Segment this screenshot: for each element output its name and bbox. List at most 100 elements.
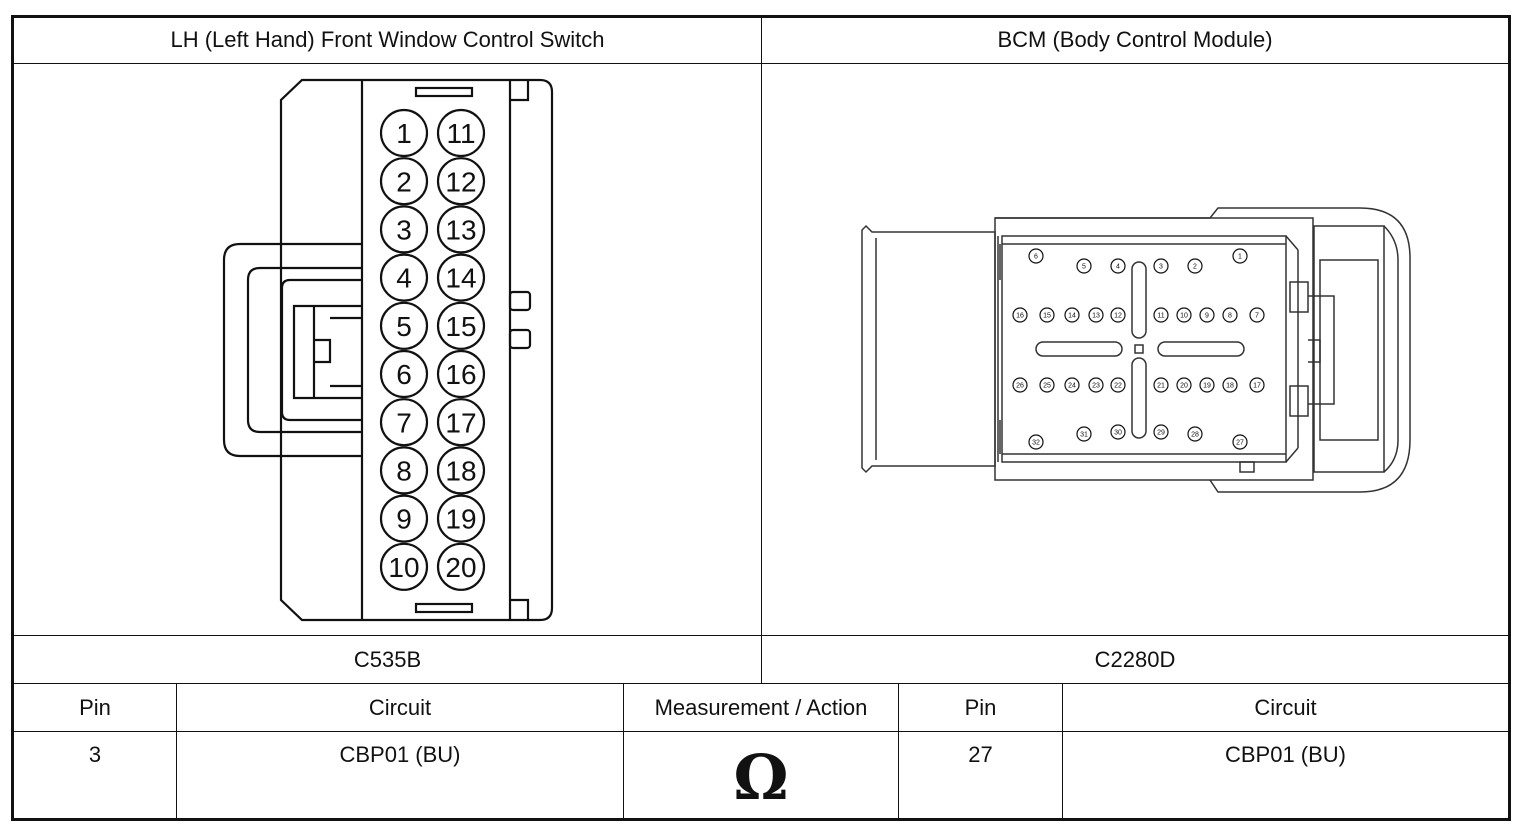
c2280d-pin-outline (1153, 258, 1169, 274)
rule-col4 (1062, 683, 1063, 819)
c535b-pin-outline (379, 108, 429, 158)
c2280d-pin: 8 (1228, 313, 1232, 320)
c2280d-pin: 13 (1092, 313, 1100, 320)
c2280d-pin-outline (1199, 307, 1215, 323)
c535b-pin: 17 (445, 407, 476, 438)
c535b-pin: 19 (445, 504, 476, 535)
c535b-pin: 11 (446, 118, 475, 149)
pinout-sheet (11, 15, 1511, 821)
c2280d-pin: 4 (1116, 264, 1120, 271)
c2280d-pin: 29 (1157, 430, 1165, 437)
c2280d-pin: 23 (1092, 383, 1100, 390)
c535b-pin: 16 (445, 359, 476, 390)
c2280d-pin-outline (1199, 377, 1215, 393)
c535b-pin-outline (379, 301, 429, 350)
c535b-pin-outline (379, 542, 429, 591)
c535b-pin-outline (436, 542, 486, 591)
c2280d-pin-outline (1012, 377, 1028, 393)
rule-col2 (623, 683, 624, 819)
c2280d-pin-outline (1028, 248, 1044, 264)
c535b-pin-outline (379, 205, 429, 254)
c535b-pin: 13 (445, 214, 476, 245)
c535b-pin: 2 (396, 166, 412, 197)
c535b-pin: 8 (396, 455, 412, 486)
row-circuit-b: CBP01 (BU) (1224, 742, 1347, 767)
c2280d-pin: 16 (1016, 313, 1024, 320)
c2280d-pin: 11 (1157, 313, 1164, 320)
c535b-pin: 18 (445, 455, 476, 486)
c2280d-pin-outline (1222, 377, 1238, 393)
c2280d-pin-outline (1249, 377, 1265, 393)
col-header-circuit-b: Circuit (1254, 694, 1317, 720)
c2280d-pin-outline (1039, 307, 1055, 323)
c535b-pin: 6 (396, 359, 412, 390)
c535b-pin: 5 (396, 311, 412, 342)
c535b-pin-outline (379, 446, 429, 495)
col-header-measurement: Measurement / Action (654, 694, 868, 720)
c2280d-pin-outline (1110, 258, 1126, 274)
c2280d-pin-outline (1012, 307, 1028, 323)
c2280d-pin-outline (1088, 307, 1104, 323)
c2280d-pin: 24 (1068, 383, 1076, 390)
c2280d-pin: 15 (1043, 313, 1051, 320)
c2280d-pin: 12 (1114, 313, 1122, 320)
c535b-pin: 20 (445, 552, 476, 583)
c2280d-pin: 10 (1180, 313, 1188, 320)
row-pin-b: 27 (968, 742, 993, 767)
c2280d-pin-outline (1064, 377, 1080, 393)
c2280d-pin: 6 (1034, 254, 1038, 261)
c2280d-pin: 27 (1236, 440, 1244, 447)
c2280d-pin: 20 (1180, 383, 1188, 390)
c535b-pin-outline (436, 494, 486, 543)
c2280d-pin: 22 (1114, 383, 1122, 390)
c535b-pin-outline (436, 108, 486, 158)
c2280d-pin-outline (1187, 426, 1203, 442)
row-pin-a: 3 (88, 742, 102, 767)
c535b-pin: 12 (445, 166, 476, 197)
c535b-pin-outline (436, 446, 486, 495)
c535b-pin-outline (436, 301, 486, 350)
rule-col1 (176, 683, 177, 819)
c2280d-pin: 30 (1114, 430, 1122, 437)
c535b-pin-outline (379, 398, 429, 447)
rule-table-row (13, 731, 1509, 732)
c2280d-pin: 9 (1205, 313, 1209, 320)
c535b-pin-outline (379, 494, 429, 543)
c2280d-pin: 25 (1043, 383, 1051, 390)
rule-center (761, 17, 762, 683)
c2280d-pin: 3 (1159, 264, 1163, 271)
c2280d-pin-outline (1039, 377, 1055, 393)
c2280d-pin-outline (1176, 307, 1192, 323)
c2280d-pin-outline (1153, 307, 1169, 323)
c535b-pin: 1 (396, 118, 412, 149)
c2280d-pin-outline (1232, 434, 1248, 450)
c535b-pin-outline (436, 253, 486, 302)
c2280d-pin-outline (1222, 307, 1238, 323)
c2280d-pin: 31 (1080, 432, 1088, 439)
c2280d-pin: 14 (1068, 313, 1076, 320)
c535b-pin: 3 (396, 214, 412, 245)
c2280d-pin-outline (1028, 434, 1044, 450)
row-circuit-a: CBP01 (BU) (339, 742, 461, 767)
c535b-pin: 7 (396, 407, 412, 438)
c535b-pin: 9 (396, 504, 412, 535)
c2280d-pin-outline (1110, 424, 1126, 440)
c535b-pin-outline (379, 349, 429, 399)
c535b-pin: 10 (388, 552, 419, 583)
col-header-circuit-a: Circuit (368, 694, 432, 720)
c2280d-pin-outline (1153, 424, 1169, 440)
c2280d-pin: 7 (1255, 313, 1259, 320)
c2280d-pin: 19 (1203, 383, 1211, 390)
c535b-pin-outline (436, 205, 486, 254)
c2280d-pin-outline (1076, 258, 1092, 274)
left-connector-header: LH (Left Hand) Front Window Control Swit… (170, 27, 605, 52)
c535b-pin-outline (379, 157, 429, 206)
rule-col3 (898, 683, 899, 819)
c2280d-pin: 1 (1238, 254, 1242, 261)
right-connector-id: C2280D (1094, 646, 1176, 672)
c2280d-pin: 5 (1082, 264, 1086, 271)
c535b-pin-outline (379, 253, 429, 302)
